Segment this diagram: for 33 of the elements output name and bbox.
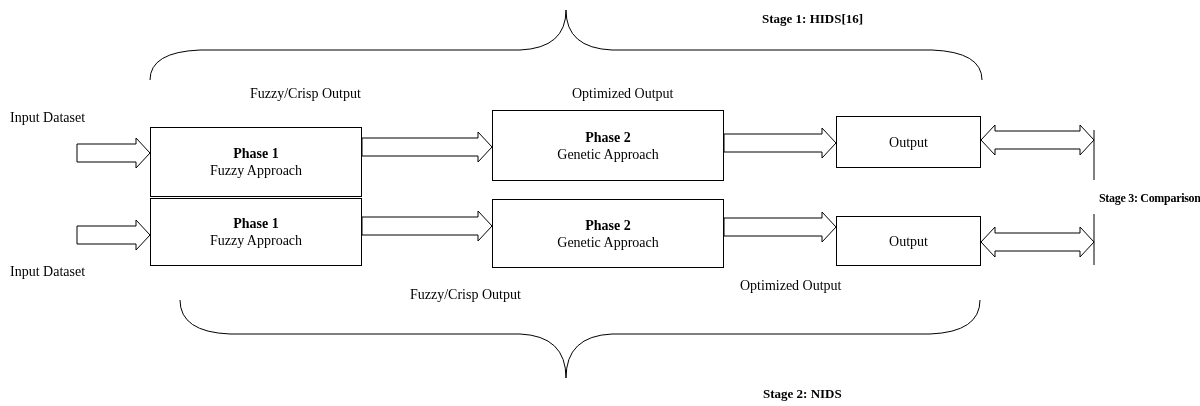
stage-label: Stage 2: NIDS — [763, 385, 842, 402]
process-box — [492, 110, 724, 181]
block-arrow — [76, 219, 151, 251]
process-box — [836, 216, 981, 266]
block-arrow — [361, 210, 493, 242]
flow-label: Optimized Output — [572, 85, 674, 102]
box-text: Output — [889, 133, 928, 151]
process-box — [836, 116, 981, 168]
box-heading: Phase 2 — [585, 128, 631, 146]
flow-label: Input Dataset — [10, 263, 86, 280]
flow-label: Fuzzy/Crisp Output — [410, 286, 521, 303]
box-heading: Phase 2 — [585, 216, 631, 234]
block-arrow — [980, 226, 1095, 258]
box-text: Output — [889, 232, 928, 250]
box-heading: Phase 1 — [233, 215, 279, 232]
block-arrow — [723, 127, 837, 159]
box-text: Fuzzy Approach — [209, 232, 303, 249]
process-box — [492, 199, 724, 268]
block-arrow — [76, 137, 151, 169]
box-text: Fuzzy Approach — [209, 162, 303, 179]
flow-label: Fuzzy/Crisp Output — [250, 85, 361, 102]
process-box — [150, 198, 362, 266]
box-heading: Phase 1 — [233, 145, 279, 162]
block-arrow — [723, 211, 837, 243]
block-arrow — [361, 131, 493, 163]
block-arrow — [980, 124, 1095, 156]
flow-label: Input Dataset — [10, 109, 86, 126]
box-text: Genetic Approach — [557, 233, 659, 251]
stage-label: Stage 1: HIDS[16] — [762, 10, 864, 27]
flow-label: Optimized Output — [740, 277, 842, 294]
box-text: Genetic Approach — [557, 145, 659, 163]
stage-label: Stage 3: Comparison — [1099, 190, 1200, 207]
process-box — [150, 127, 362, 197]
